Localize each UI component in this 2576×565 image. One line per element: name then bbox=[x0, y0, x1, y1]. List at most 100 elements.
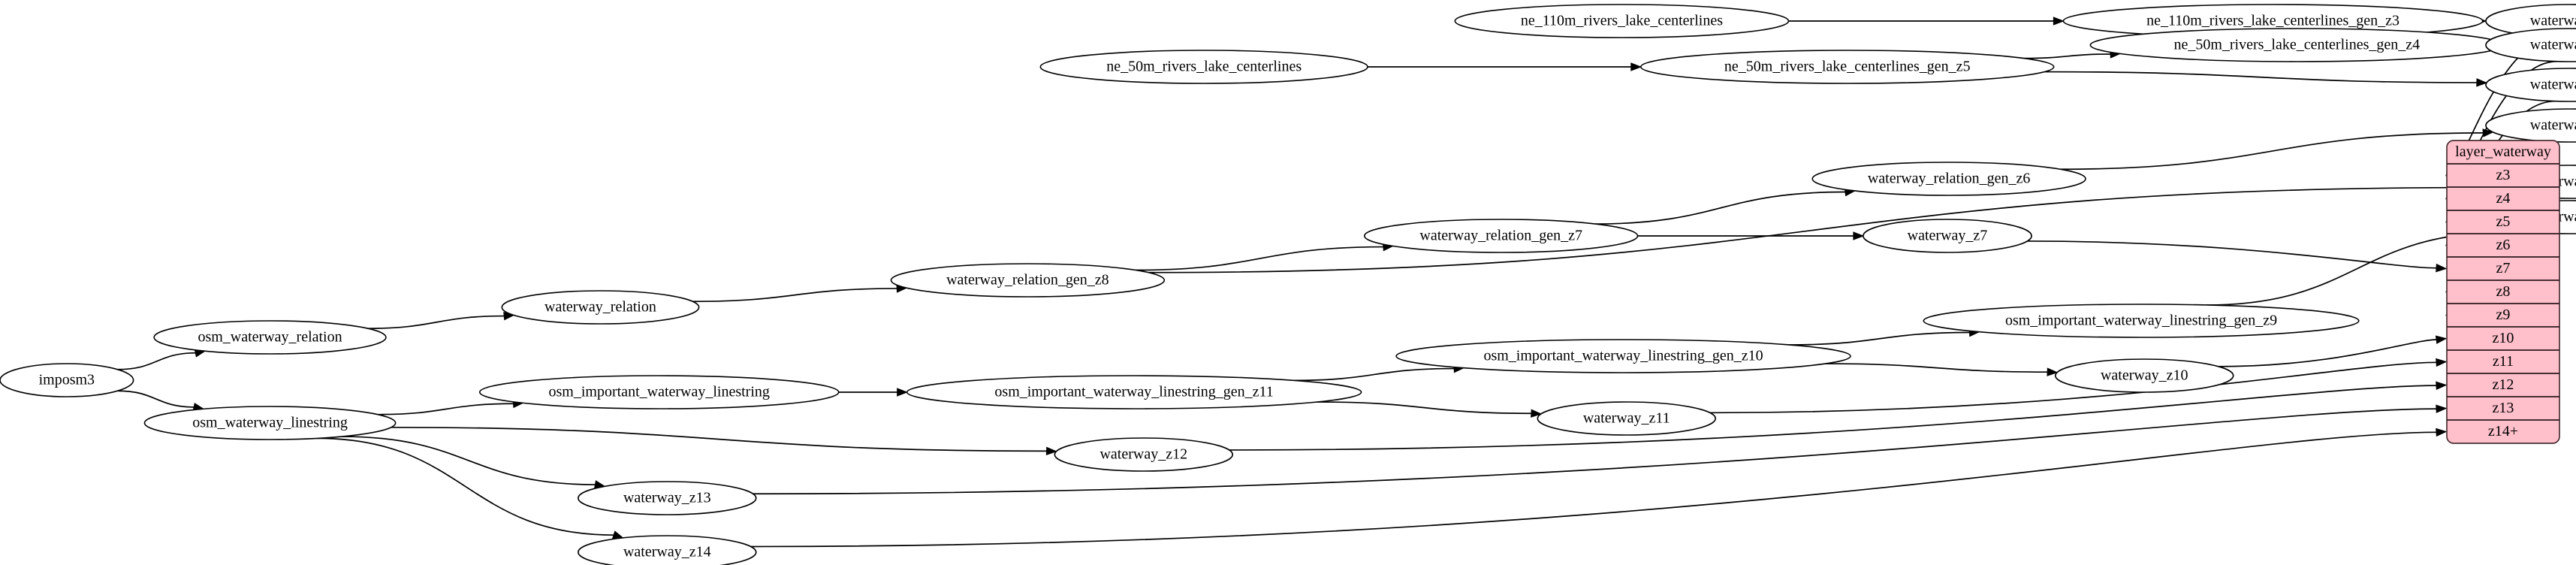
edge-waterway_z7-to-layer_waterway-z7 bbox=[2027, 240, 2438, 269]
node-ne_50m_rivers_lake_centerlines[interactable]: ne_50m_rivers_lake_centerlines bbox=[1039, 50, 1368, 84]
edge-osm_waterway_relation-to-waterway_relation bbox=[367, 315, 505, 330]
edge-arrowhead bbox=[2436, 263, 2448, 273]
node-waterway_z5[interactable]: waterway_z5 bbox=[2485, 68, 2576, 102]
edge-waterway_relation_gen_z7-to-waterway_relation_gen_z6 bbox=[1594, 191, 1846, 225]
edge-arrowhead bbox=[611, 530, 624, 539]
node-shape bbox=[0, 363, 134, 397]
node-waterway_z10[interactable]: waterway_z10 bbox=[2055, 358, 2234, 393]
edge-ne_50m_rivers_lake_centerlines_gen_z5-to-waterway_z5 bbox=[2044, 71, 2478, 83]
node-osm_important_waterway_linestring_gen_z9[interactable]: osm_important_waterway_linestring_gen_z9 bbox=[1923, 304, 2360, 338]
node-waterway_relation[interactable]: waterway_relation bbox=[501, 290, 700, 325]
node-label: waterway_z7 bbox=[1908, 228, 1988, 244]
record-row-z4[interactable]: z4 bbox=[2496, 190, 2511, 207]
node-osm_important_waterway_linestring[interactable]: osm_important_waterway_linestring bbox=[478, 375, 840, 409]
node-osm_important_waterway_linestring_gen_z10[interactable]: osm_important_waterway_linestring_gen_z1… bbox=[1395, 339, 1851, 373]
node-shape bbox=[1923, 304, 2360, 338]
record-outline bbox=[2446, 140, 2560, 444]
edge-arrowhead bbox=[1531, 409, 1543, 418]
node-shape bbox=[1863, 219, 2032, 253]
node-waterway_z13[interactable]: waterway_z13 bbox=[578, 481, 757, 515]
node-label: waterway_z14 bbox=[623, 544, 711, 560]
edge-waterway_z14-to-layer_waterway-z14- bbox=[750, 431, 2438, 548]
record-row-z13[interactable]: z13 bbox=[2493, 400, 2514, 416]
node-waterway_relation_gen_z6[interactable]: waterway_relation_gen_z6 bbox=[1811, 162, 2086, 196]
node-label: waterway_relation_gen_z8 bbox=[946, 272, 1109, 289]
edge-imposm3-to-osm_waterway_linestring bbox=[117, 390, 195, 408]
edge-arrowhead bbox=[2435, 335, 2448, 344]
edge-arrowhead bbox=[1045, 446, 1057, 456]
edge-waterway_z12-to-layer_waterway-z12 bbox=[1229, 385, 2438, 451]
node-label: ne_110m_rivers_lake_centerlines_gen_z3 bbox=[2146, 13, 2400, 29]
node-label: ne_50m_rivers_lake_centerlines bbox=[1106, 59, 1302, 75]
node-waterway_relation_gen_z8[interactable]: waterway_relation_gen_z8 bbox=[890, 263, 1166, 298]
record-node-layer-waterway: layer_waterway z3 z4 z5 z6 z7 z8 z9 z10 z11 z12 z13… bbox=[2446, 140, 2560, 444]
edge-arrowhead bbox=[2436, 404, 2448, 413]
record-row-z8[interactable]: z8 bbox=[2496, 283, 2511, 300]
node-imposm3[interactable]: imposm3 bbox=[0, 363, 134, 397]
node-waterway_z12[interactable]: waterway_z12 bbox=[1054, 437, 1234, 472]
record-node-layer: layer_waterway z3 z4 z5 z6 z7 z8 z9 z10 z11 z12 z13… bbox=[2446, 140, 2560, 444]
node-waterway_z11[interactable]: waterway_z11 bbox=[1537, 401, 1717, 436]
record-row-z10[interactable]: z10 bbox=[2493, 330, 2514, 346]
node-shape bbox=[1363, 219, 1639, 253]
edge-waterway_relation_gen_z6-to-waterway_z6 bbox=[2060, 131, 2484, 171]
node-label: waterway_z10 bbox=[2101, 367, 2188, 384]
node-waterway_z6[interactable]: waterway_z6 bbox=[2485, 108, 2576, 143]
edge-osm_important_waterway_linestring_gen_z10-to-waterway_z10 bbox=[1825, 363, 2049, 373]
record-row-z5[interactable]: z5 bbox=[2496, 213, 2511, 230]
record-row-z6[interactable]: z6 bbox=[2496, 237, 2511, 253]
node-osm_important_waterway_linestring_gen_z11[interactable]: osm_important_waterway_linestring_gen_z1… bbox=[906, 375, 1362, 409]
record-row-z3[interactable]: z3 bbox=[2496, 167, 2511, 183]
edge-waterway_z13-to-layer_waterway-z13 bbox=[753, 408, 2438, 495]
node-shape bbox=[143, 406, 397, 440]
node-label: waterway_z4 bbox=[2530, 37, 2576, 53]
record-header-label: layer_waterway bbox=[2455, 144, 2551, 160]
edge-osm_important_waterway_linestring_gen_z11-to-osm_important_waterway_linestring_gen_z10 bbox=[1293, 367, 1455, 382]
record-row-z11[interactable]: z11 bbox=[2493, 353, 2514, 370]
node-label: osm_important_waterway_linestring_gen_z1… bbox=[1483, 348, 1763, 364]
edge-arrowhead bbox=[2476, 78, 2488, 87]
node-shape bbox=[890, 263, 1166, 298]
record-row-z7[interactable]: z7 bbox=[2496, 260, 2511, 276]
node-ne_50m_rivers_lake_centerlines_gen_z4[interactable]: ne_50m_rivers_lake_centerlines_gen_z4 bbox=[2089, 28, 2505, 62]
node-waterway_relation_gen_z7[interactable]: waterway_relation_gen_z7 bbox=[1363, 219, 1639, 253]
edge-osm_waterway_linestring-to-waterway_z12 bbox=[391, 426, 1048, 452]
node-label: waterway_z11 bbox=[1583, 410, 1670, 427]
node-shape bbox=[478, 375, 840, 409]
node-shape bbox=[2055, 358, 2234, 393]
node-shape bbox=[1395, 339, 1851, 373]
edge-ne_50m_rivers_lake_centerlines_gen_z5-to-ne_50m_rivers_lake_centerlines_gen_z4 bbox=[2023, 53, 2112, 59]
node-label: waterway_z6 bbox=[2530, 117, 2576, 134]
node-waterway_z7[interactable]: waterway_z7 bbox=[1863, 219, 2032, 253]
node-waterway_z14[interactable]: waterway_z14 bbox=[578, 535, 757, 565]
edge-arrowhead bbox=[2436, 358, 2448, 367]
node-shape bbox=[1054, 437, 1234, 472]
node-label: ne_50m_rivers_lake_centerlines_gen_z4 bbox=[2173, 37, 2420, 53]
node-ne_110m_rivers_lake_centerlines[interactable]: ne_110m_rivers_lake_centerlines bbox=[1454, 4, 1790, 38]
node-shape bbox=[1639, 50, 2055, 84]
node-label: waterway_z12 bbox=[1099, 446, 1187, 463]
edge-osm_waterway_linestring-to-waterway_z14 bbox=[317, 437, 615, 536]
edge-imposm3-to-osm_waterway_relation bbox=[117, 352, 197, 370]
edge-osm_waterway_linestring-to-waterway_z13 bbox=[342, 436, 596, 485]
edge-arrowhead bbox=[1853, 231, 1865, 240]
node-shape bbox=[153, 320, 387, 355]
record-row-z12[interactable]: z12 bbox=[2493, 376, 2514, 393]
edge-osm_waterway_linestring-to-osm_important_waterway_linestring bbox=[377, 403, 514, 415]
nodes-layer: imposm3 osm_waterway_relation osm_waterway… bbox=[0, 4, 2576, 565]
node-shape bbox=[501, 290, 700, 325]
node-label: waterway_z3 bbox=[2530, 13, 2576, 29]
edges-layer bbox=[117, 17, 2557, 548]
node-label: imposm3 bbox=[39, 372, 95, 388]
record-row-z14+[interactable]: z14+ bbox=[2488, 423, 2518, 440]
node-waterway_z4[interactable]: waterway_z4 bbox=[2485, 28, 2576, 62]
node-osm_waterway_relation[interactable]: osm_waterway_relation bbox=[153, 320, 387, 355]
node-label: osm_important_waterway_linestring_gen_z9 bbox=[2005, 313, 2277, 329]
node-label: osm_waterway_relation bbox=[198, 329, 342, 346]
node-label: waterway_relation_gen_z7 bbox=[1419, 228, 1582, 244]
node-shape bbox=[906, 375, 1362, 409]
node-osm_waterway_linestring[interactable]: osm_waterway_linestring bbox=[143, 406, 397, 440]
record-row-z9[interactable]: z9 bbox=[2496, 307, 2511, 323]
node-ne_50m_rivers_lake_centerlines_gen_z5[interactable]: ne_50m_rivers_lake_centerlines_gen_z5 bbox=[1639, 50, 2055, 84]
